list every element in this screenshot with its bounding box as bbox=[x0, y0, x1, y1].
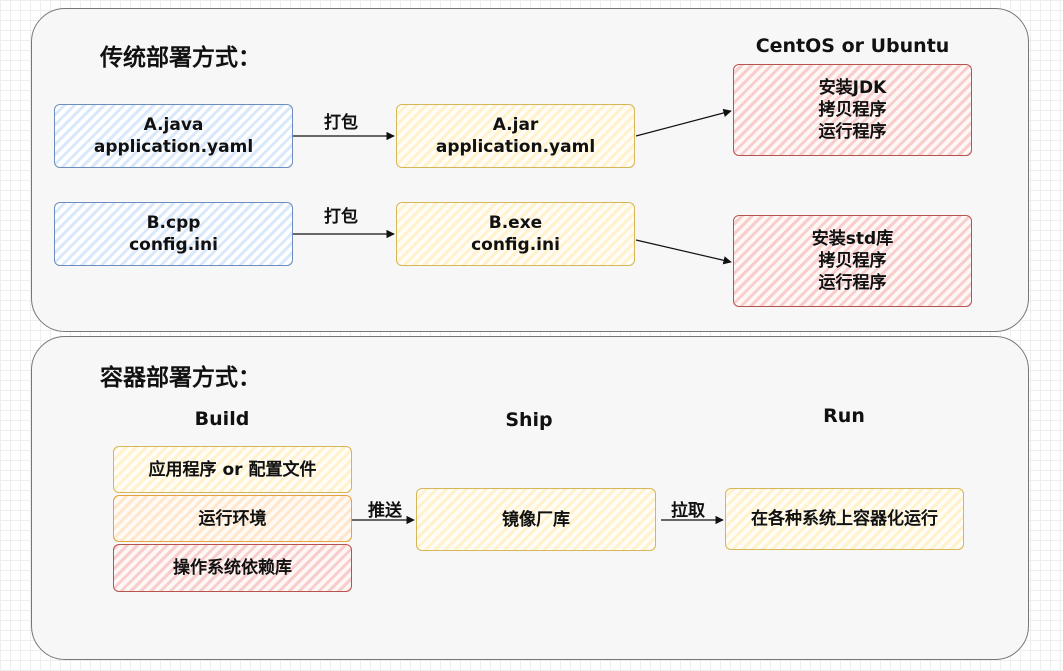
pack-label-1: 打包 bbox=[324, 113, 358, 133]
build-layer-app-config: 应用程序 or 配置文件 bbox=[113, 446, 352, 493]
source-box-cpp: B.cpp config.ini bbox=[54, 202, 293, 266]
pack-label-2: 打包 bbox=[324, 207, 358, 227]
ship-heading: Ship bbox=[505, 409, 553, 431]
package-box-jar-line-1: A.jar bbox=[492, 115, 539, 135]
build-heading: Build bbox=[194, 408, 250, 430]
source-box-java-line-2: application.yaml bbox=[93, 137, 254, 157]
arrow-jar-to-jdk bbox=[635, 108, 732, 137]
run-box: 在各种系统上容器化运行 bbox=[725, 488, 964, 550]
build-layer-os-deps: 操作系统依赖库 bbox=[113, 544, 352, 592]
pull-label: 拉取 bbox=[671, 501, 705, 521]
source-box-cpp-line-1: B.cpp bbox=[146, 213, 201, 233]
target-box-jdk-line-3: 运行程序 bbox=[818, 122, 887, 142]
push-label: 推送 bbox=[368, 501, 402, 521]
os-heading: CentOS or Ubuntu bbox=[755, 35, 950, 57]
target-box-std-line-2: 拷贝程序 bbox=[818, 251, 887, 271]
package-box-exe-line-1: B.exe bbox=[488, 213, 543, 233]
registry-box: 镜像厂库 bbox=[416, 488, 656, 551]
container-title: 容器部署方式： bbox=[100, 365, 261, 391]
package-box-jar: A.jar application.yaml bbox=[396, 104, 635, 168]
target-box-std: 安装std库 拷贝程序 运行程序 bbox=[733, 215, 972, 307]
target-box-std-line-3: 运行程序 bbox=[818, 273, 887, 293]
target-box-jdk: 安装JDK 拷贝程序 运行程序 bbox=[733, 64, 972, 156]
source-box-java: A.java application.yaml bbox=[54, 104, 293, 168]
run-heading: Run bbox=[823, 405, 865, 427]
target-box-jdk-line-1: 安装JDK bbox=[818, 78, 887, 98]
traditional-title: 传统部署方式： bbox=[100, 45, 261, 71]
package-box-exe: B.exe config.ini bbox=[396, 202, 635, 266]
source-box-java-line-1: A.java bbox=[143, 115, 204, 135]
package-box-jar-line-2: application.yaml bbox=[435, 137, 596, 157]
arrow-exe-to-std bbox=[635, 239, 732, 265]
package-box-exe-line-2: config.ini bbox=[471, 235, 560, 255]
build-layer-runtime: 运行环境 bbox=[113, 495, 352, 542]
target-box-std-line-1: 安装std库 bbox=[811, 229, 894, 249]
target-box-jdk-line-2: 拷贝程序 bbox=[818, 100, 887, 120]
source-box-cpp-line-2: config.ini bbox=[129, 235, 218, 255]
